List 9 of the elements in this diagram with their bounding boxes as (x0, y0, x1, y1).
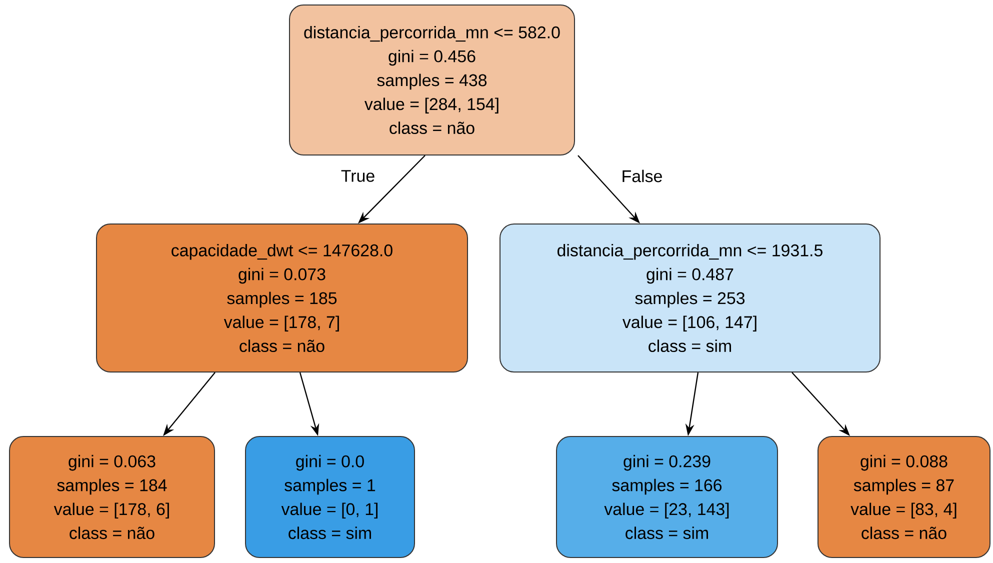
tree-node-box: distancia_percorrida_mn <= 582.0 gini = 0.456 samples = 438 value = [284, 154] class = não (289, 4, 575, 156)
tree-node-box: gini = 0.063 samples = 184 value = [178, 6] class = não (9, 436, 215, 558)
tree-node-box: gini = 0.088 samples = 87 value = [83, 4] class = não (818, 436, 990, 558)
tree-node-box: distancia_percorrida_mn <= 1931.5 gini = 0.487 samples = 253 value = [106, 147] class = sim (500, 224, 880, 372)
tree-node-box: capacidade_dwt <= 147628.0 gini = 0.073 samples = 185 value = [178, 7] class = não (96, 224, 468, 372)
edge-label: False (620, 168, 664, 184)
edge-label: True (340, 169, 376, 183)
tree-node-box: gini = 0.239 samples = 166 value = [23, 143] class = sim (556, 436, 778, 558)
tree-node-box: gini = 0.0 samples = 1 value = [0, 1] class = sim (245, 436, 415, 558)
